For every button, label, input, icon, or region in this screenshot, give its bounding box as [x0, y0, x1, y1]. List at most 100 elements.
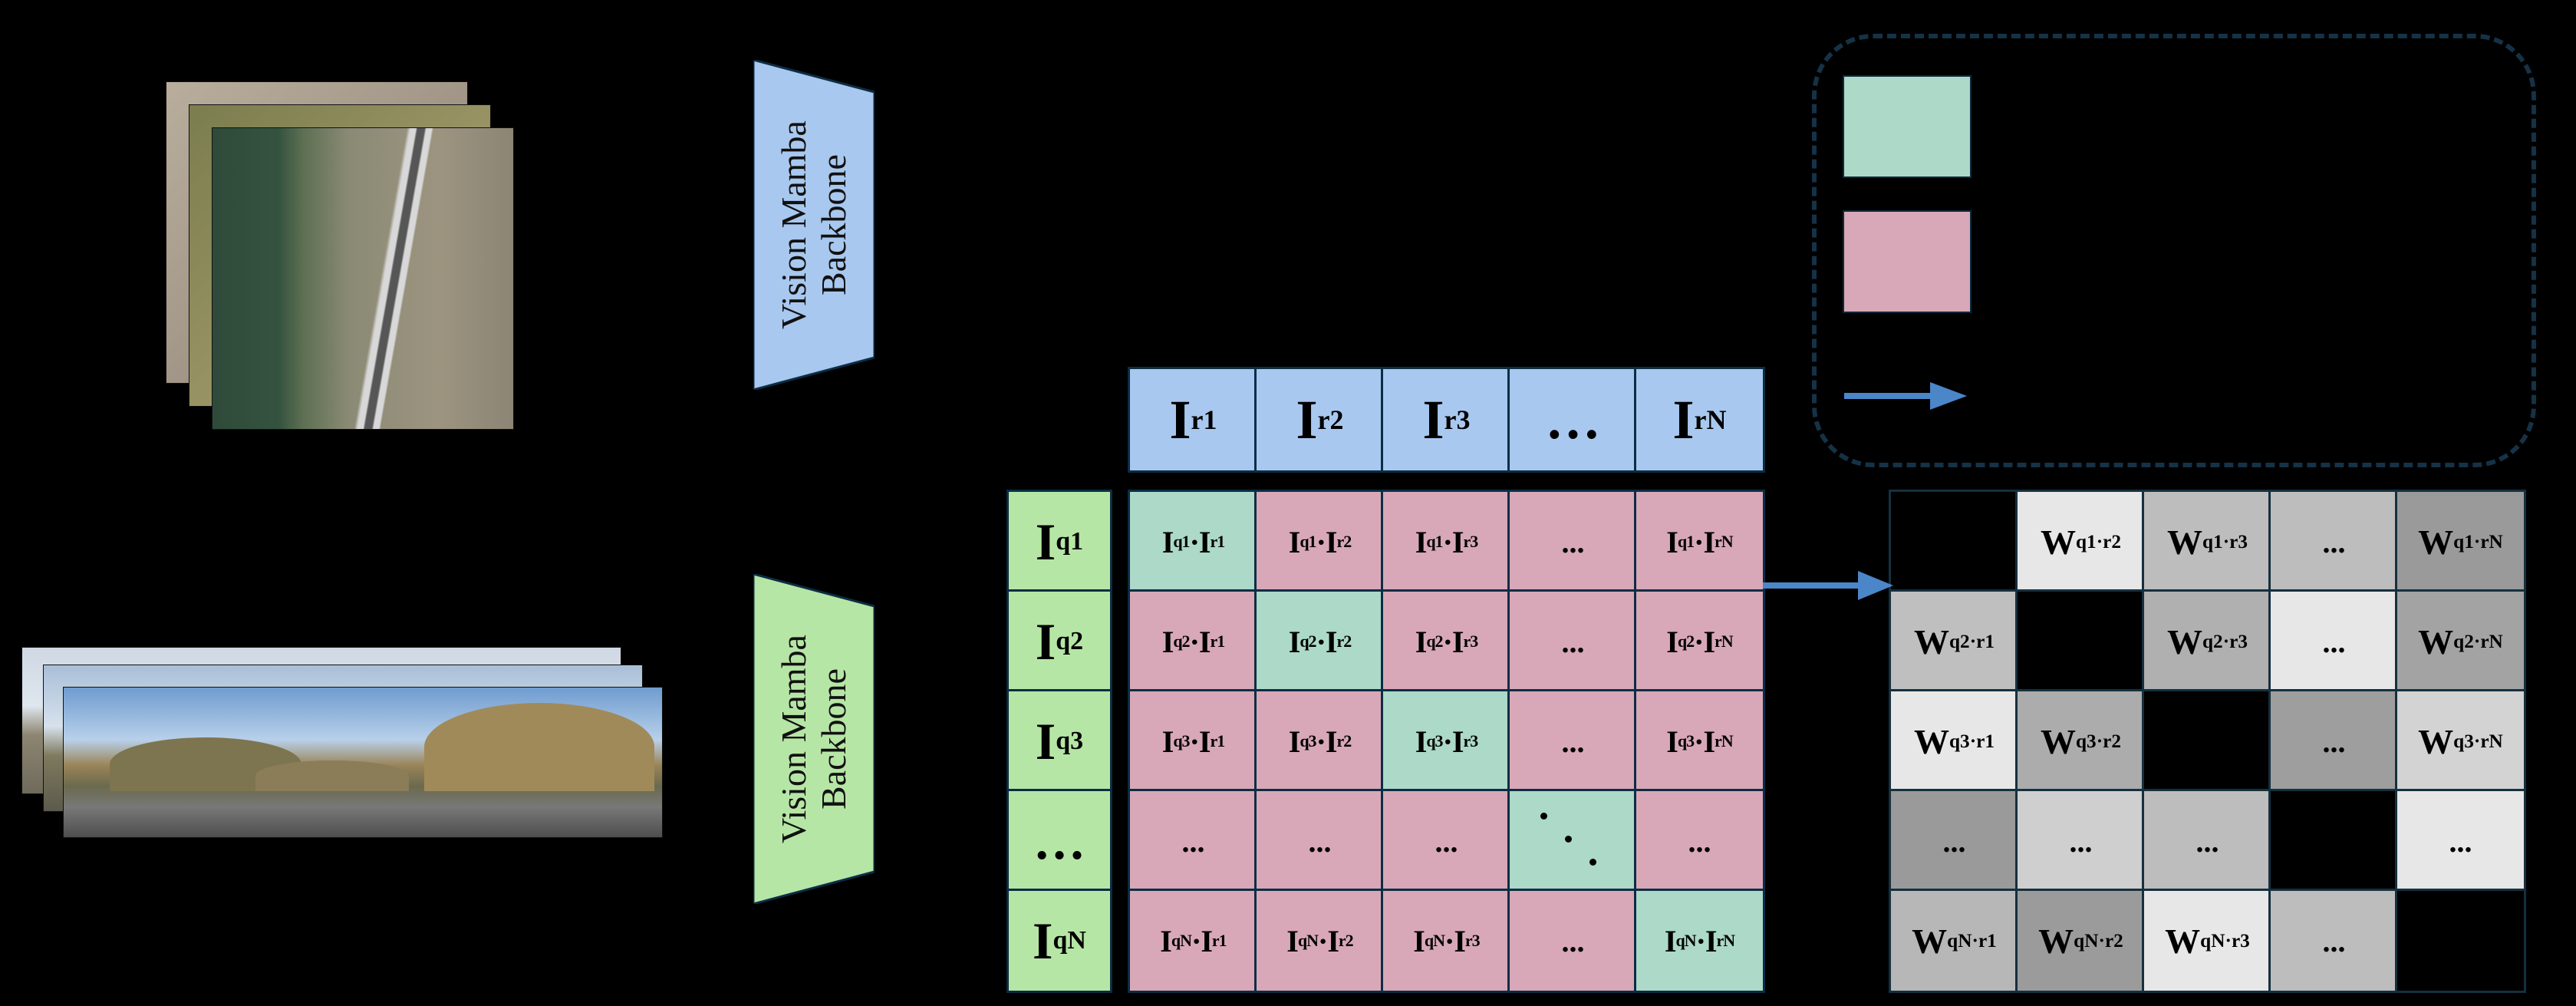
weight-cell-4-5: ...	[2395, 789, 2526, 893]
weight-main: W	[2166, 622, 2202, 661]
weight-cell-4-4	[2268, 789, 2400, 893]
prod-dot: ·	[1444, 923, 1454, 958]
query-header-1-main: I	[1035, 512, 1056, 571]
prod-a-main: I	[1415, 724, 1428, 759]
prod-a-main: I	[1664, 923, 1677, 958]
weight-main: W	[2038, 921, 2074, 961]
prod-dot: ·	[1442, 624, 1453, 659]
weight-cell-3-3	[2142, 689, 2273, 793]
weight-cell-4-2: ...	[2015, 789, 2146, 893]
similarity-cell-2-4: ...	[1507, 589, 1639, 694]
weight-cell-2-4: ...	[2268, 589, 2400, 694]
prod-dot: ·	[1316, 724, 1326, 759]
prod-dot: ·	[1442, 524, 1453, 559]
query-header-4: …	[1006, 789, 1112, 893]
weight-main: W	[2166, 522, 2202, 562]
prod-a-main: I	[1288, 524, 1301, 559]
weight-cell-2-2	[2015, 589, 2146, 694]
weight-main: W	[2418, 622, 2454, 661]
prod-a-main: I	[1666, 724, 1678, 759]
backbone-bottom-line2: Backbone	[814, 668, 853, 810]
prod-a-main: I	[1286, 923, 1299, 958]
prod-a-main: I	[1415, 524, 1428, 559]
prod-dot: ·	[1316, 524, 1326, 559]
similarity-cell-4-1: ...	[1128, 789, 1259, 893]
similarity-cell-4-5: ...	[1634, 789, 1765, 893]
legend-positive-swatch	[1843, 75, 1972, 178]
weight-cell-4-3: ...	[2142, 789, 2273, 893]
query-header-5-main: I	[1033, 911, 1053, 970]
weight-cell-4-1: ...	[1889, 789, 2020, 893]
similarity-cell-1-4: ...	[1507, 490, 1639, 594]
ref-header-4: …	[1507, 367, 1639, 473]
ref-header-1-main: I	[1169, 388, 1191, 450]
backbone-bottom-line1: Vision Mamba	[774, 635, 813, 843]
diagonal-dot-3	[1589, 859, 1596, 866]
matrix-transform-arrow	[1763, 568, 1893, 603]
street-view-image-front	[63, 687, 663, 838]
weight-cell-5-5	[2395, 889, 2526, 993]
weight-main: W	[2418, 721, 2454, 761]
prod-dot: ·	[1189, 624, 1200, 659]
similarity-cell-4-4	[1507, 789, 1639, 893]
prod-dot: ·	[1189, 724, 1200, 759]
prod-b-main: I	[1325, 724, 1338, 759]
weight-cell-1-4: ...	[2268, 490, 2400, 594]
prod-b-main: I	[1705, 923, 1718, 958]
similarity-cell-5-4: ...	[1507, 889, 1639, 993]
prod-dot: ·	[1694, 524, 1704, 559]
diagonal-dot-2	[1565, 836, 1572, 843]
weight-cell-1-1	[1889, 490, 2020, 594]
prod-dot: ·	[1189, 524, 1200, 559]
prod-b-main: I	[1703, 524, 1715, 559]
weight-main: W	[1913, 622, 1949, 661]
prod-b-main: I	[1198, 724, 1211, 759]
prod-a-main: I	[1413, 923, 1425, 958]
prod-b-main: I	[1451, 624, 1464, 659]
weight-main: W	[2418, 522, 2454, 562]
prod-b-main: I	[1325, 624, 1338, 659]
prod-a-main: I	[1666, 524, 1678, 559]
prod-a-main: I	[1288, 624, 1301, 659]
prod-dot: ·	[1318, 923, 1328, 958]
prod-dot: ·	[1316, 624, 1326, 659]
backbone-top-line2: Backbone	[814, 154, 853, 295]
prod-b-main: I	[1703, 624, 1715, 659]
similarity-cell-4-2: ...	[1254, 789, 1385, 893]
similarity-cell-3-4: ...	[1507, 689, 1639, 793]
prod-a-main: I	[1288, 724, 1301, 759]
prod-b-main: I	[1454, 923, 1466, 958]
query-header-2-main: I	[1035, 612, 1056, 671]
prod-a-main: I	[1666, 624, 1678, 659]
prod-a-main: I	[1160, 923, 1172, 958]
prod-b-main: I	[1201, 923, 1213, 958]
prod-dot: ·	[1191, 923, 1201, 958]
weight-main: W	[1913, 721, 1949, 761]
prod-dot: ·	[1695, 923, 1706, 958]
prod-b-main: I	[1198, 524, 1211, 559]
weight-cell-5-4: ...	[2268, 889, 2400, 993]
prod-b-main: I	[1703, 724, 1715, 759]
